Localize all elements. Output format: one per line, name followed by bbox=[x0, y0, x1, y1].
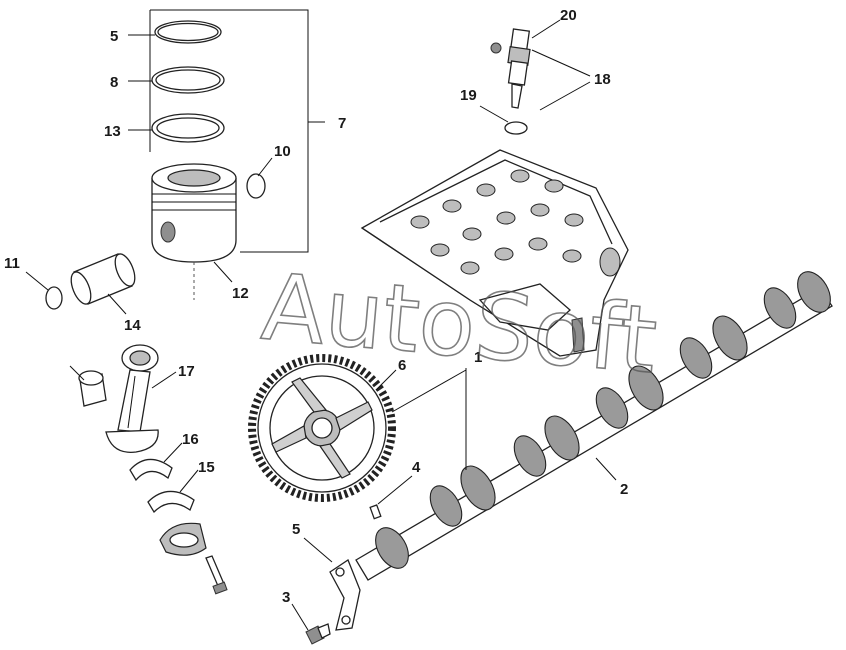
fuel-injector[interactable] bbox=[490, 28, 531, 109]
callout-6[interactable]: 6 bbox=[398, 357, 406, 374]
callout-16[interactable]: 16 bbox=[182, 431, 199, 448]
piston-ring-9[interactable] bbox=[154, 20, 222, 44]
callout-10[interactable]: 10 bbox=[274, 143, 291, 160]
connecting-rod-bearing-15[interactable] bbox=[147, 490, 195, 514]
callout-18[interactable]: 18 bbox=[594, 71, 611, 88]
injector-seal-washer[interactable] bbox=[504, 121, 528, 135]
connecting-rod-bushing[interactable] bbox=[78, 370, 107, 407]
callouts: 5 8 13 7 10 11 14 12 17 16 15 1 6 2 4 5 … bbox=[4, 7, 628, 606]
connecting-rod-bolt[interactable] bbox=[205, 555, 228, 595]
callout-11[interactable]: 11 bbox=[4, 255, 20, 272]
callout-5[interactable]: 5 bbox=[292, 521, 300, 538]
callout-13[interactable]: 13 bbox=[104, 123, 121, 140]
callout-12[interactable]: 12 bbox=[232, 285, 249, 302]
cylinder-head[interactable] bbox=[360, 149, 629, 357]
camshaft[interactable] bbox=[355, 266, 837, 581]
piston-ring-8[interactable] bbox=[151, 66, 225, 94]
piston-pin-snap-ring-11[interactable] bbox=[45, 286, 63, 310]
callout-20[interactable]: 20 bbox=[560, 7, 577, 24]
callout-17[interactable]: 17 bbox=[178, 363, 195, 380]
callout-4[interactable]: 4 bbox=[412, 459, 421, 476]
camshaft-thrust-plate[interactable] bbox=[329, 559, 361, 631]
thrust-plate-bolt[interactable] bbox=[305, 623, 331, 645]
callout-3[interactable]: 3 bbox=[282, 589, 290, 606]
camshaft-gear[interactable] bbox=[248, 354, 396, 502]
connecting-rod[interactable] bbox=[105, 344, 159, 453]
piston[interactable] bbox=[151, 163, 237, 300]
callout-8[interactable]: 8 bbox=[110, 74, 118, 91]
leader-lines bbox=[25, 19, 617, 631]
piston-pin[interactable] bbox=[67, 251, 139, 307]
dowel-pin[interactable] bbox=[369, 504, 382, 520]
callout-19[interactable]: 19 bbox=[460, 87, 477, 104]
callout-15[interactable]: 15 bbox=[198, 459, 215, 476]
piston-ring-13[interactable] bbox=[151, 113, 225, 143]
piston-pin-snap-ring-10[interactable] bbox=[246, 173, 266, 199]
callout-14[interactable]: 14 bbox=[124, 317, 141, 334]
connecting-rod-bearing-16[interactable] bbox=[129, 458, 173, 482]
callout-1[interactable]: 1 bbox=[474, 349, 482, 366]
callout-9[interactable]: 5 bbox=[110, 28, 118, 45]
callout-7[interactable]: 7 bbox=[338, 115, 346, 132]
connecting-rod-cap[interactable] bbox=[159, 522, 207, 556]
callout-2[interactable]: 2 bbox=[620, 481, 628, 498]
